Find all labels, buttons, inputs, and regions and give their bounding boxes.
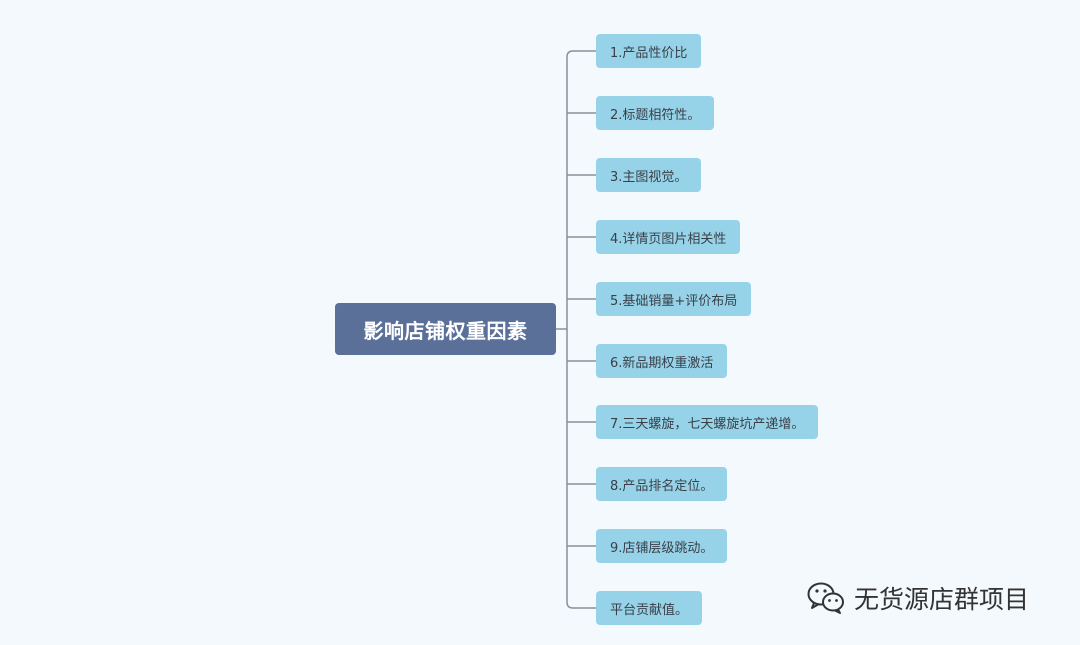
root-node[interactable]: 影响店铺权重因素 — [335, 303, 556, 355]
wechat-icon — [806, 581, 846, 615]
branch-node-1[interactable]: 1.产品性价比 — [596, 34, 702, 68]
branch-node-8[interactable]: 8.产品排名定位。 — [596, 467, 728, 501]
branch-node-6[interactable]: 6.新品期权重激活 — [596, 344, 728, 378]
branch-node-5[interactable]: 5.基础销量+评价布局 — [596, 282, 752, 316]
watermark-text: 无货源店群项目 — [854, 585, 1030, 614]
branch-node-9[interactable]: 9.店铺层级跳动。 — [596, 529, 728, 563]
branch-node-3[interactable]: 3.主图视觉。 — [596, 158, 702, 192]
branch-node-2[interactable]: 2.标题相符性。 — [596, 96, 715, 130]
branch-connector-10 — [566, 601, 596, 609]
watermark: 无货源店群项目 — [806, 578, 1029, 618]
branch-node-10[interactable]: 平台贡献值。 — [596, 591, 703, 625]
branch-connector-1 — [566, 50, 596, 58]
branch-node-7[interactable]: 7.三天螺旋，七天螺旋坑产递增。 — [596, 405, 819, 439]
branch-node-4[interactable]: 4.详情页图片相关性 — [596, 220, 741, 254]
